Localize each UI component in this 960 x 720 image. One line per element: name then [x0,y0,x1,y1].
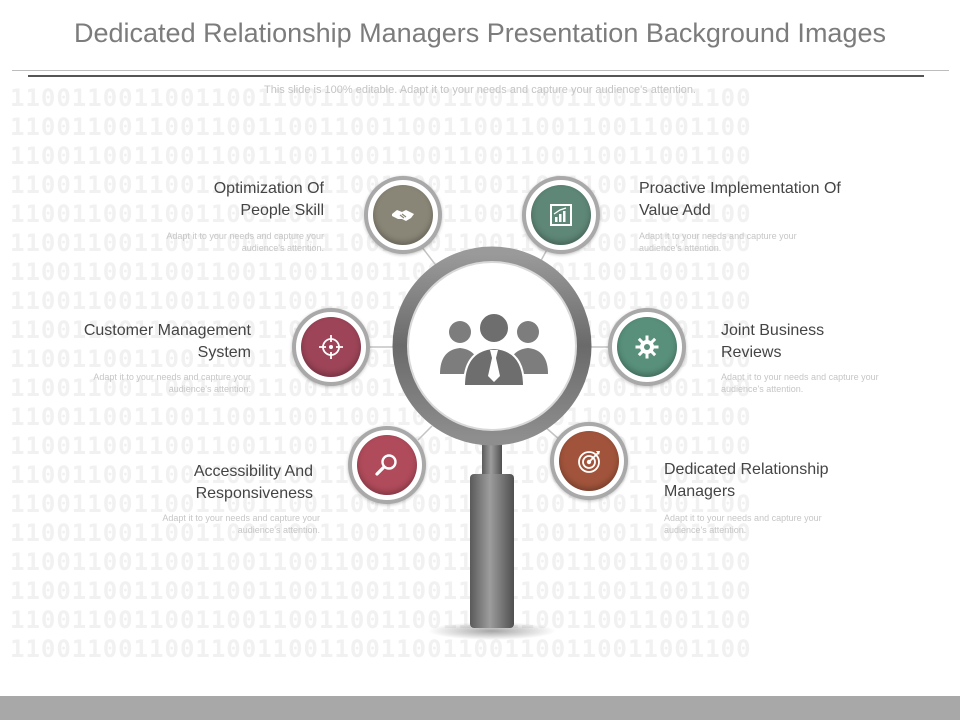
connector-line [417,425,433,441]
item-title-line: System [197,344,251,361]
item-desc-line: Adapt it to your needs and capture your [93,372,251,382]
footer-bar [0,696,960,720]
title-divider-thick [28,75,924,77]
accessibility-circle-fill [357,435,417,495]
binary-row: 1100110011001100110011001100110011001100… [10,606,752,634]
item-desc-line: Adapt it to your needs and capture your [162,513,320,523]
binary-row: 1100110011001100110011001100110011001100… [10,548,752,576]
crosshair-icon [319,335,343,359]
item-desc-line: audience's attention. [237,525,320,535]
item-title-line: Accessibility And [193,463,313,480]
binary-row: 1100110011001100110011001100110011001100… [10,577,752,605]
value-circle[interactable] [522,176,600,254]
item-title: Accessibility And Responsiveness [120,461,313,505]
item-desc-line: Adapt it to your needs and capture your [166,231,324,241]
item-desc-line: audience's attention. [721,384,804,394]
item-title-line: Optimization Of [213,180,324,197]
item-desc-line: audience's attention. [241,243,324,253]
item-title-line: Reviews [721,344,782,361]
item-desc-line: audience's attention. [639,243,722,253]
magnifier-icon [375,454,397,476]
item-title-line: Responsiveness [195,485,313,502]
item-title-line: Value Add [639,202,711,219]
item-description: Adapt it to your needs and capture your … [664,512,874,536]
target-icon [578,451,600,473]
item-desc-line: Adapt it to your needs and capture your [721,372,879,382]
magnifier-neck [482,440,502,480]
customer-circle[interactable] [292,308,370,386]
value-circle-fill [531,185,591,245]
item-description: Adapt it to your needs and capture your … [639,230,859,254]
binary-row: 1100110011001100110011001100110011001100… [10,258,752,286]
magnifier-lens-edge [407,261,577,431]
bar-chart-icon [550,204,572,226]
binary-row: 1100110011001100110011001100110011001100… [10,635,752,663]
handshake-icon [392,210,414,221]
reviews-circle[interactable] [608,308,686,386]
item-desc-line: Adapt it to your needs and capture your [639,231,797,241]
item-title: Proactive Implementation Of Value Add [639,178,899,222]
item-title: Joint Business Reviews [721,320,921,364]
skill-circle[interactable] [364,176,442,254]
item-title-line: Proactive Implementation Of [639,180,841,197]
binary-row: 1100110011001100110011001100110011001100… [10,287,752,315]
magnifier-handle [470,474,514,628]
binary-row: 1100110011001100110011001100110011001100… [10,519,752,547]
magnifier-ring [392,246,592,446]
item-description: Adapt it to your needs and capture your … [110,512,320,536]
customer-circle-fill [301,317,361,377]
item-title: Customer Management System [30,320,251,364]
item-title: Dedicated Relationship Managers [664,459,884,503]
managers-circle-fill [559,431,619,491]
item-title-line: Joint Business [721,322,825,339]
item-title-line: People Skill [240,202,324,219]
item-description: Adapt it to your needs and capture your … [124,230,324,254]
handle-shadow [428,622,556,640]
binary-row: 1100110011001100110011001100110011001100… [10,142,752,170]
binary-row: 1100110011001100110011001100110011001100… [10,113,752,141]
item-title-line: Managers [664,483,736,500]
item-title: Optimization Of People Skill [140,178,324,222]
page-subtitle: This slide is 100% editable. Adapt it to… [264,84,696,96]
item-title-line: Customer Management [83,322,251,339]
managers-circle[interactable] [550,422,628,500]
title-divider-thin [12,70,949,71]
item-desc-line: audience's attention. [664,525,747,535]
item-desc-line: audience's attention. [168,384,251,394]
accessibility-circle[interactable] [348,426,426,504]
item-description: Adapt it to your needs and capture your … [721,371,931,395]
people-group-icon [440,312,548,387]
item-description: Adapt it to your needs and capture your … [50,371,251,395]
skill-circle-fill [373,185,433,245]
binary-row: 1100110011001100110011001100110011001100… [10,84,752,112]
item-title-line: Dedicated Relationship [664,461,829,478]
reviews-circle-fill [617,317,677,377]
item-desc-line: Adapt it to your needs and capture your [664,513,822,523]
page-title: Dedicated Relationship Managers Presenta… [74,18,886,48]
gear-icon [635,335,659,359]
